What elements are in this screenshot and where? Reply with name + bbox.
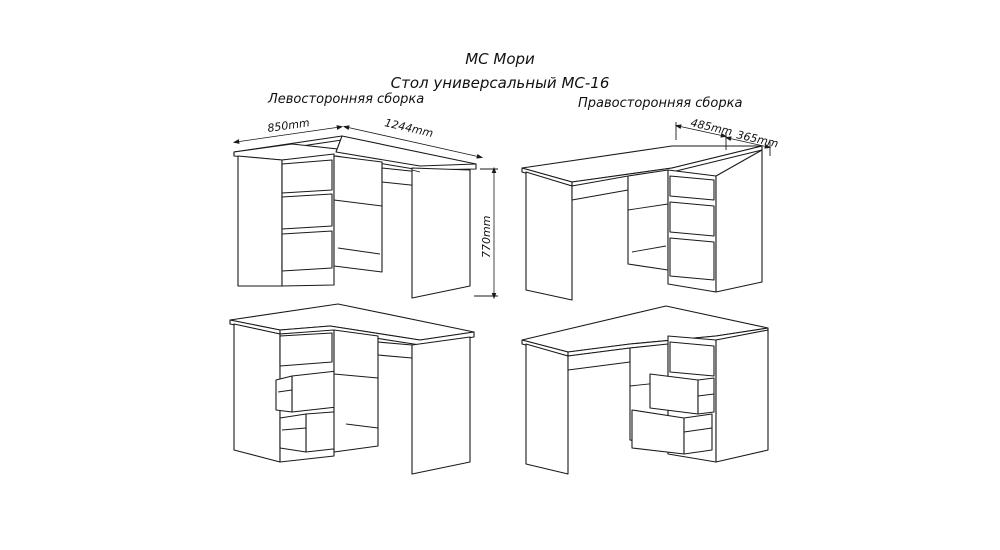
desk-right-open [521, 305, 769, 475]
dim-width-left: 1244mm [383, 116, 434, 140]
dim-depth-right-a: 485mm [689, 116, 733, 138]
desk-left-closed [233, 135, 477, 299]
caption-left-assembly: Левосторонняя сборка [268, 92, 425, 107]
desk-right-closed [521, 145, 763, 301]
dim-height: 770mm [480, 216, 493, 258]
desk-left-open [229, 303, 475, 475]
product-title: Стол универсальный МС-16 [390, 74, 610, 92]
dim-depth-left: 850mm [267, 116, 311, 135]
caption-right-assembly: Правосторонняя сборка [578, 96, 743, 111]
brand-title: МС Мори [465, 50, 535, 68]
